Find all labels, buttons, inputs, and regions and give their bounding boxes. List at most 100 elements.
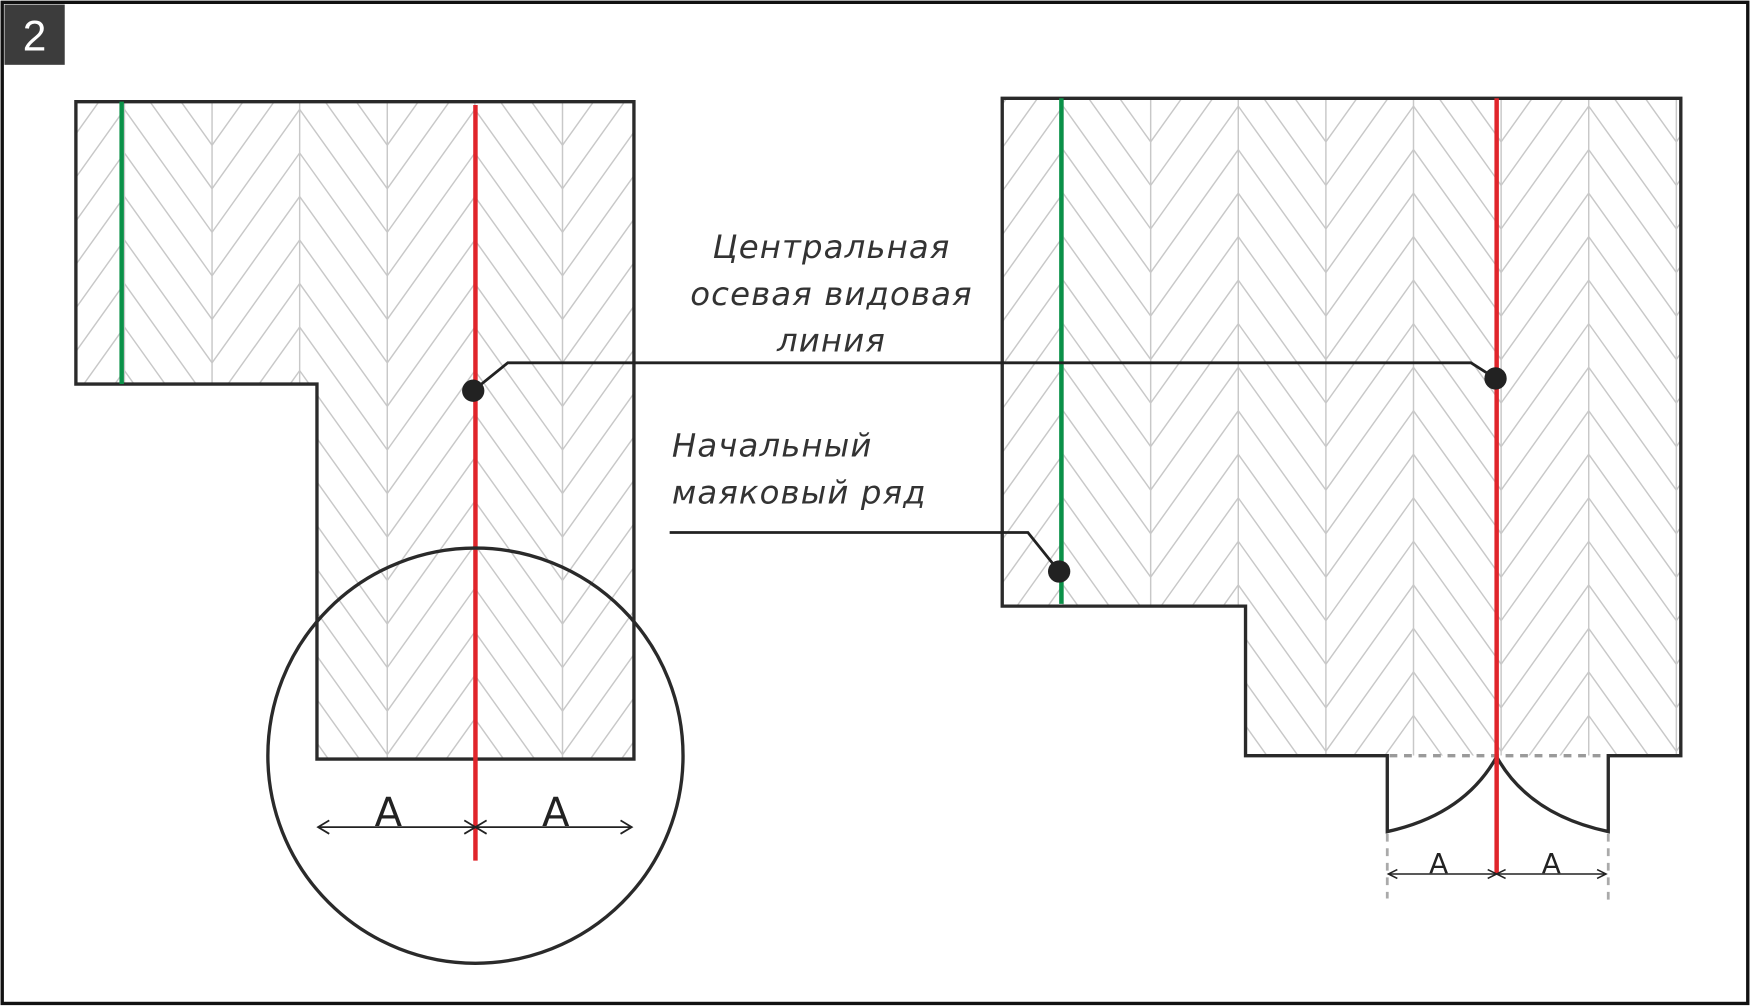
hatch-line — [474, 283, 564, 407]
hatch-line — [1325, 410, 1415, 534]
hatch-line — [1588, 98, 1677, 143]
hatch-line — [1412, 540, 1502, 665]
hatch-line — [474, 152, 564, 277]
hatch-line — [386, 587, 476, 712]
hatch-line — [1002, 279, 1064, 404]
hatch-line — [123, 152, 213, 277]
hatch-line — [1500, 279, 1590, 404]
hatch-line — [1500, 149, 1590, 273]
hatch-line — [1150, 366, 1239, 491]
hatch-line — [386, 674, 476, 760]
hatch-line — [1237, 236, 1327, 360]
hatch-line — [1237, 149, 1327, 273]
hatch-line — [1500, 236, 1590, 360]
hatch-line — [1237, 98, 1327, 143]
hatch-line — [474, 109, 564, 233]
hatch-line — [1150, 98, 1239, 143]
hatch-line — [1588, 105, 1677, 230]
hatch-line — [474, 196, 564, 320]
hatch-line — [123, 101, 213, 146]
hatch-line — [386, 283, 476, 407]
hatch-line — [561, 500, 634, 625]
hatch-line — [1237, 323, 1327, 447]
hatch-line — [561, 457, 634, 581]
hatch-line — [1325, 105, 1415, 230]
hatch-line — [1002, 366, 1064, 491]
hatch-line — [75, 283, 126, 407]
hatch-line — [1150, 497, 1239, 622]
figure-badge — [4, 4, 65, 65]
hatch-line — [1500, 715, 1590, 756]
hatch-line — [299, 239, 388, 364]
hatch-line — [123, 196, 213, 320]
hatch-line — [1237, 410, 1327, 534]
hatch-line — [1412, 149, 1502, 273]
label-starting-row: Начальный — [672, 427, 873, 465]
hatch-line — [1237, 628, 1327, 752]
hatch-line — [1500, 628, 1590, 752]
hatch-line — [386, 500, 476, 625]
hatch-line — [1412, 497, 1502, 622]
dimension-label-a: A — [1429, 847, 1448, 880]
hatch-line — [75, 196, 126, 320]
hatch-line — [1325, 540, 1415, 665]
hatch-line — [299, 152, 388, 277]
hatch-line — [1237, 98, 1327, 186]
leader-line-starting-row — [669, 531, 1061, 573]
hatch-line — [123, 101, 213, 190]
hatch-line — [1500, 323, 1590, 447]
hatch-line — [561, 413, 634, 538]
hatch-line — [1500, 366, 1590, 491]
hatch-line — [474, 370, 564, 494]
hatch-line — [474, 239, 564, 364]
hatch-line — [1412, 98, 1502, 143]
hatch-line — [1412, 628, 1502, 752]
hatch-line — [1325, 671, 1415, 756]
hatch-line — [1412, 715, 1502, 756]
hatch-line — [1500, 98, 1590, 186]
hatch-line — [1412, 366, 1502, 491]
hatch-line — [1325, 236, 1415, 360]
hatch-line — [1588, 540, 1677, 665]
hatch-line — [1412, 410, 1502, 534]
hatch-line — [1062, 192, 1152, 317]
hatch-line — [1150, 236, 1239, 360]
hatch-line — [1002, 192, 1064, 317]
hatch-line — [1412, 236, 1502, 360]
hatch-line — [1500, 671, 1590, 756]
hatch-line — [1412, 98, 1502, 186]
hatch-line — [1412, 453, 1502, 578]
hatch-line — [1062, 236, 1152, 360]
hatch-line — [1588, 584, 1677, 709]
hatch-line — [1062, 105, 1152, 230]
hatch-line — [561, 283, 634, 407]
hatch-line — [1325, 366, 1415, 491]
hatch-line — [1150, 323, 1239, 447]
hatch-line — [561, 326, 634, 451]
hatch-line — [561, 101, 634, 190]
hatch-line — [1150, 149, 1239, 273]
hatch-line — [1237, 453, 1327, 578]
hatch-line — [1002, 236, 1064, 360]
hatch-line — [299, 101, 388, 190]
hatch-line — [1325, 584, 1415, 709]
room-outline-right — [1000, 96, 1683, 834]
hatch-line — [1412, 192, 1502, 317]
hatch-line — [1237, 671, 1327, 756]
hatch-line — [211, 196, 301, 320]
hatch-line — [1500, 192, 1590, 317]
hatch-line — [561, 152, 634, 277]
hatch-line — [474, 631, 564, 755]
hatch-line — [1588, 497, 1677, 622]
hatch-line — [1062, 410, 1152, 534]
hatch-line — [75, 109, 126, 233]
hatch-line — [299, 283, 388, 407]
hatch-line — [1588, 192, 1677, 317]
hatch-line — [1062, 279, 1152, 404]
hatch-line — [1150, 98, 1239, 186]
hatch-line — [1588, 323, 1677, 447]
hatch-line — [1237, 105, 1327, 230]
label-central-line: линия — [776, 322, 886, 360]
hatch-line — [299, 109, 388, 233]
hatch-line — [1150, 279, 1239, 404]
